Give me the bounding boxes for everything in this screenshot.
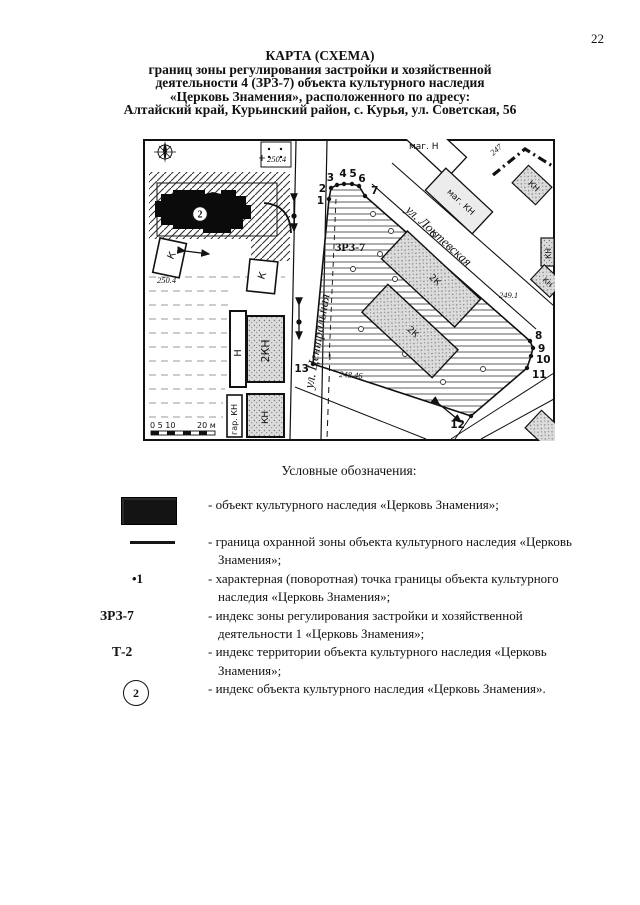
point-label-13: 13 — [294, 363, 309, 375]
boundary-point-labels: 1 2 3 4 5 6 7 8 9 10 11 12 13 — [294, 168, 550, 431]
building-n-label: Н — [233, 349, 244, 357]
title-line-1: КАРТА (СХЕМА) — [265, 48, 375, 63]
turning-point-symbol: •1 — [132, 570, 144, 586]
building-k2 — [245, 258, 279, 295]
legend-text-2: - граница охранной зоны объекта культурн… — [208, 534, 572, 568]
scale-label-left: 0 5 10 — [150, 421, 175, 430]
zone-index-label: ЗРЗ-7 — [335, 240, 365, 254]
building-kn-r-label: КН — [544, 248, 553, 259]
svg-text:250.4: 250.4 — [267, 154, 287, 164]
point-label-1: 1 — [317, 195, 324, 207]
title-line-5: Алтайский край, Курьинский район, с. Кур… — [123, 102, 517, 118]
legend: - объект культурного наследия «Церковь З… — [100, 496, 572, 707]
building-2kn — [246, 315, 285, 383]
building-gar-kn-label: гар. КН — [230, 404, 239, 435]
legend-heading: Условные обозначения: — [281, 463, 417, 478]
title-line-3: деятельности 4 (ЗРЗ-7) объекта культурно… — [155, 75, 485, 91]
elevation-bottom: 248.46 — [339, 369, 364, 381]
legend-text-5: - индекс территории объекта культурного … — [208, 644, 547, 678]
legend-row-zone-index: ЗРЗ-7 - индекс зоны регулирования застро… — [100, 607, 572, 644]
building-kn-bl — [246, 393, 285, 438]
legend-text-1: - объект культурного наследия «Церковь З… — [208, 497, 499, 512]
legend-row-boundary: - граница охранной зоны объекта культурн… — [100, 533, 572, 570]
building-kn-bl-label: КН — [261, 411, 271, 424]
object-index-label: 2 — [198, 210, 203, 221]
boundary-points — [310, 181, 536, 419]
elevation-left: 250.4 — [157, 275, 177, 285]
building-n — [229, 310, 247, 388]
building-mag-n — [402, 139, 468, 179]
elevation-right: 249.1 — [499, 290, 518, 300]
point-label-8: 8 — [535, 330, 542, 342]
point-label-5: 5 — [349, 168, 356, 180]
protection-boundary-line-swatch — [130, 541, 175, 544]
street-loktevskaya — [371, 162, 555, 330]
legend-text-3: - характерная (поворотная) точка границы… — [208, 570, 559, 605]
bottom-roads — [294, 372, 555, 440]
scale-label-right: 20 м — [197, 421, 216, 430]
building-mag-n-label: маг. Н — [409, 142, 439, 152]
building-kn-tr — [511, 164, 553, 206]
scale-bar: 0 5 10 20 м — [150, 421, 216, 436]
zone-index-symbol: ЗРЗ-7 — [100, 607, 134, 623]
legend-row-turning-point: •1 - характерная (поворотная) точка гран… — [100, 570, 572, 607]
legend-row-heritage-object: - объект культурного наследия «Церковь З… — [100, 496, 572, 525]
zone-building-a — [380, 230, 482, 328]
survey-arrows — [176, 193, 463, 423]
point-label-9: 9 — [538, 343, 545, 355]
elevation-top: 250.4 — [259, 154, 287, 164]
point-label-2: 2 — [319, 183, 326, 195]
point-label-3: 3 — [327, 172, 334, 184]
building-2kn-label: 2КН — [259, 339, 272, 362]
building-corner-br — [524, 409, 555, 441]
point-label-4: 4 — [339, 168, 346, 180]
point-label-10: 10 — [536, 354, 551, 366]
building-kn-br — [529, 263, 555, 299]
map-scheme: 2 К К Н 2КН гар. КН КН ул. Центральная — [143, 139, 555, 441]
building-mag-kn — [424, 167, 494, 235]
compass-icon — [154, 141, 176, 163]
title-line-2: границ зоны регулирования застройки и хо… — [148, 61, 492, 77]
legend-row-object-index: 2 - индекс объекта культурного наследия … — [100, 680, 572, 707]
protection-boundary-line — [491, 147, 555, 177]
point-label-11: 11 — [532, 369, 547, 381]
object-index-circle-symbol: 2 — [123, 680, 149, 707]
heritage-object-swatch — [121, 497, 177, 525]
outbuilding-top — [260, 141, 292, 168]
object-index-marker — [191, 205, 209, 223]
point-label-12: 12 — [450, 419, 465, 431]
legend-text-4: - индекс зоны регулирования застройки и … — [208, 607, 523, 642]
point-label-6: 6 — [358, 173, 365, 185]
building-gar-kn — [226, 394, 243, 438]
page-title: КАРТА (СХЕМА) границ зоны регулирования … — [70, 49, 570, 117]
map-svg: 2 К К Н 2КН гар. КН КН ул. Центральная — [143, 139, 555, 441]
point-label-7: 7 — [371, 185, 378, 197]
territory-index-symbol: Т-2 — [112, 644, 133, 660]
zone-inner-line — [328, 198, 337, 362]
page-number: 22 — [591, 31, 604, 46]
legend-row-territory-index: Т-2 - индекс территории объекта культурн… — [100, 643, 572, 680]
building-k1-label: К — [166, 250, 179, 261]
building-kn-r — [540, 237, 555, 267]
title-line-4: «Церковь Знамения», расположенного по ад… — [169, 88, 471, 104]
building-k2-label: К — [256, 271, 269, 281]
legend-text-6: - индекс объекта культурного наследия «Ц… — [208, 681, 546, 697]
zone-building-b — [360, 283, 460, 379]
